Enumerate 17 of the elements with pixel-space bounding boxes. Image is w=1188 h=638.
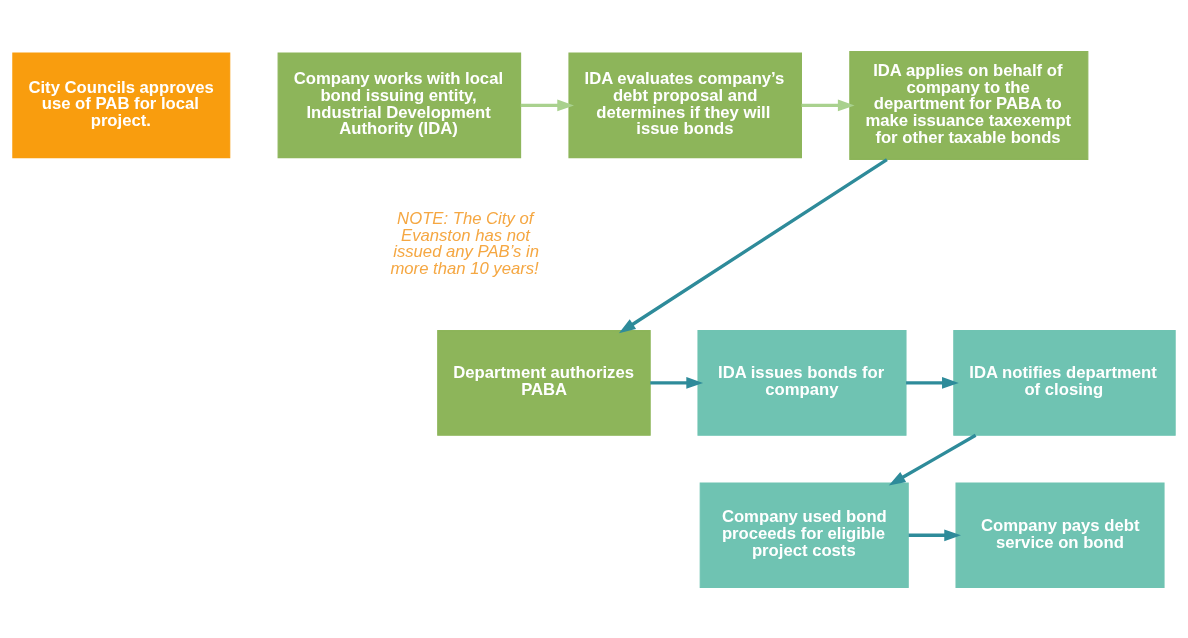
- node-box: IDA notifies department of closing: [953, 329, 1176, 436]
- node-box: Company used bond proceeds for eligible project costs: [699, 481, 909, 588]
- node-box: Department authorizes PABA: [437, 329, 651, 436]
- node-box: City Councils approves use of PAB for local project.: [12, 52, 231, 158]
- arrow: [520, 99, 574, 111]
- arrow: [650, 376, 704, 389]
- node-box: IDA evaluates company’s debt proposal and determines if they will issue bonds: [568, 52, 802, 158]
- node-box: Company pays debt service on bond: [955, 481, 1165, 588]
- node-box: Company works with local bond issuing entity, Industrial Development Authority (IDA): [277, 52, 522, 158]
- node-box: IDA applies on behalf of company to the department for PABA to make issuance taxexempt for other taxable bonds: [849, 50, 1089, 160]
- arrow: [908, 528, 961, 541]
- arrow: [888, 433, 977, 485]
- node-box: IDA issues bonds for company: [697, 329, 907, 436]
- label: NOTE: The City of Evanston has not issued any PAB’s in more than 10 years!: [390, 208, 540, 278]
- arrow: [801, 99, 855, 111]
- arrow: [906, 376, 959, 389]
- arrow: [618, 157, 888, 333]
